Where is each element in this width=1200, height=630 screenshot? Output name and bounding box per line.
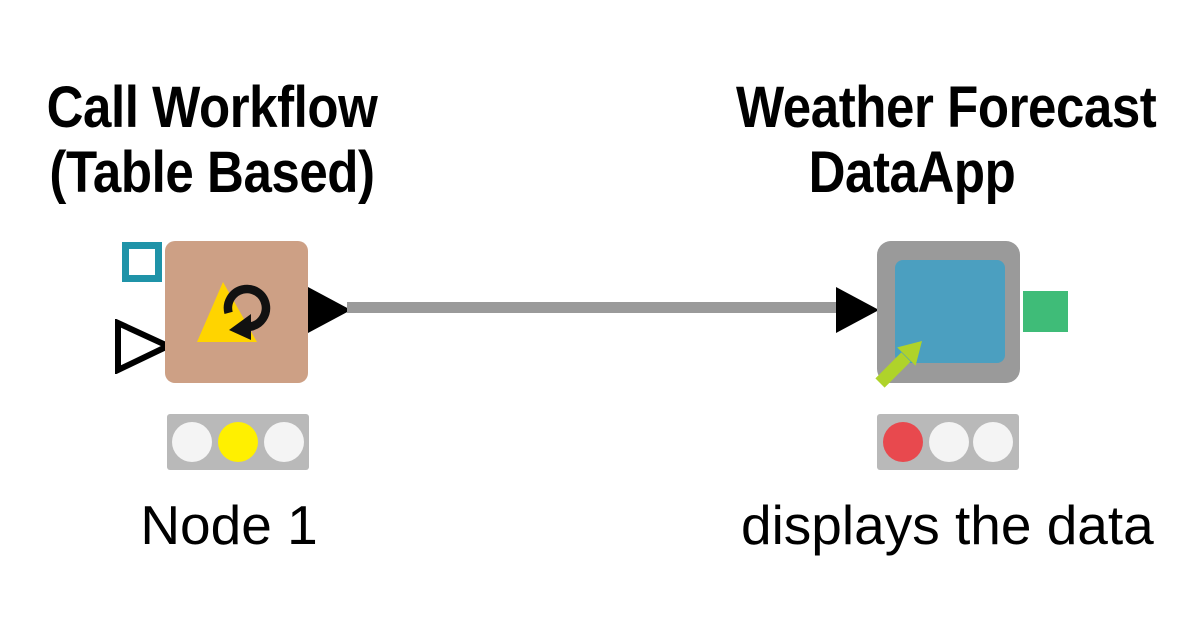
node2-data-output-port-icon[interactable] [1023,291,1068,332]
node1-flow-variable-port-icon[interactable] [122,242,162,282]
node2-title-line1: Weather Forecast [736,75,1157,140]
node2-traffic-light [877,414,1019,470]
node2-data-input-port-icon[interactable] [836,287,879,333]
node1-light-red-off [172,422,212,462]
node1-traffic-light [167,414,309,470]
node2-title[interactable]: Weather Forecast DataApp [736,75,1157,205]
node2-light-green-off [973,422,1013,462]
node1-light-yellow-on [218,422,258,462]
node2-annotation[interactable]: displays the data [741,494,1154,556]
node1-annotation[interactable]: Node 1 [140,494,318,556]
node2-light-red-on [883,422,923,462]
node2-title-line2: DataApp [808,140,1016,205]
loop-arrow-icon [197,282,271,342]
node1-title[interactable]: Call Workflow (Table Based) [36,75,388,205]
node1-light-green-off [264,422,304,462]
node1-title-line1: Call Workflow [46,75,378,140]
node1-body[interactable] [165,241,308,383]
node2-body[interactable] [875,241,1020,388]
connection-edge[interactable] [347,302,838,313]
node2-light-yellow-off [929,422,969,462]
node1-data-input-port-icon[interactable] [114,319,174,374]
node1-title-line2: (Table Based) [49,140,375,205]
component-expand-arrow-icon [875,341,922,388]
node1-data-output-port-icon[interactable] [308,287,351,333]
